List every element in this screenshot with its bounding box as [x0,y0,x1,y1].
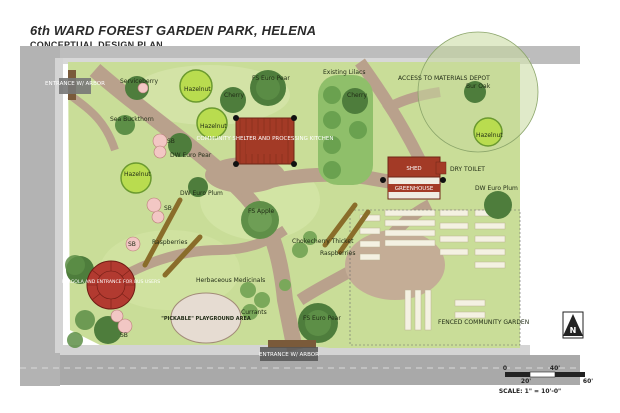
label-community-shelter: COMMUNITY SHELTER AND PROCESSING KITCHEN [197,136,334,142]
label-hazelnut-a: Hazelnut [184,86,211,93]
sb-shrubs [110,82,168,334]
label-entrance-west: ENTRANCE W/ ARBOR [45,81,105,87]
svg-text:20': 20' [521,378,531,385]
label-fs-apple: FS Apple [248,208,274,215]
north-arrow: N [562,311,584,339]
label-sb-c: SB [128,241,136,248]
svg-text:40': 40' [550,365,560,372]
label-hazelnut-b: Hazelnut [200,123,227,130]
label-fenced-garden: FENCED COMMUNITY GARDEN [438,319,529,326]
label-access-depot: ACCESS TO MATERIALS DEPOT [398,75,490,82]
label-herbaceous-medicinals: Herbaceous Medicinals [196,277,265,284]
svg-text:0: 0 [503,365,507,372]
hazelnut-tree [179,69,213,103]
label-raspberries-a: Raspberries [152,239,187,246]
label-dw-euro-pear: DW Euro Pear [170,152,212,159]
label-fs-euro-pear-bottom: FS Euro Pear [303,315,341,322]
label-greenhouse: GREENHOUSE [395,186,434,192]
label-currants: Currants [241,309,267,316]
trees [66,69,512,344]
label-chokecherry-thicket: Chokecherry Thicket [292,238,354,245]
label-raspberries-b: Raspberries [320,250,355,257]
label-dw-euro-plum-a: DW Euro Plum [180,190,223,197]
scale-bar: 0 20' 40' 60' SCALE: 1" = 10'-0" [499,365,593,395]
svg-text:N: N [570,326,577,335]
label-dw-euro-plum-b: DW Euro Plum [475,185,518,192]
label-sb-a: SB [167,138,175,145]
label-shed: SHED [406,166,421,172]
street-west [20,46,60,386]
label-entrance-south: ENTRANCE W/ ARBOR [259,352,319,358]
raspberry-rows [142,197,371,278]
label-serviceberry: Serviceberry [120,78,159,85]
garden-fence [349,209,521,346]
page-subtitle: CONCEPTUAL DESIGN PLAN [30,40,163,50]
label-dry-toilet: DRY TOILET [450,166,485,173]
page-title: 6th WARD FOREST GARDEN PARK, HELENA [30,23,317,38]
label-existing-lilacs: Existing Lilacs [323,69,365,76]
south-arbor [268,340,316,348]
svg-text:SCALE: 1" = 10'-0": SCALE: 1" = 10'-0" [499,388,561,395]
label-fs-euro-pear-top: FS Euro Pear [252,75,290,82]
label-hazelnut-d: Hazelnut [476,132,503,139]
label-pergola: PERGOLA AND ENTRANCE FOR BUS USERS [62,279,160,285]
svg-text:60': 60' [583,378,593,385]
label-sb-b: SB [164,205,172,212]
playground-area [170,292,242,344]
label-hazelnut-c: Hazelnut [124,171,151,178]
label-sb-d: SB [120,332,128,339]
label-playground: "PICKABLE" PLAYGROUND AREA [161,316,251,322]
dry-toilet-building [435,161,447,175]
label-bur-oak: Bur Oak [466,83,491,90]
label-cherry-a: Cherry [224,92,245,99]
garden-beds [359,209,506,331]
label-sea-buckthorn: Sea Buckthorn [110,116,154,123]
label-cherry-b: Cherry [347,92,368,99]
